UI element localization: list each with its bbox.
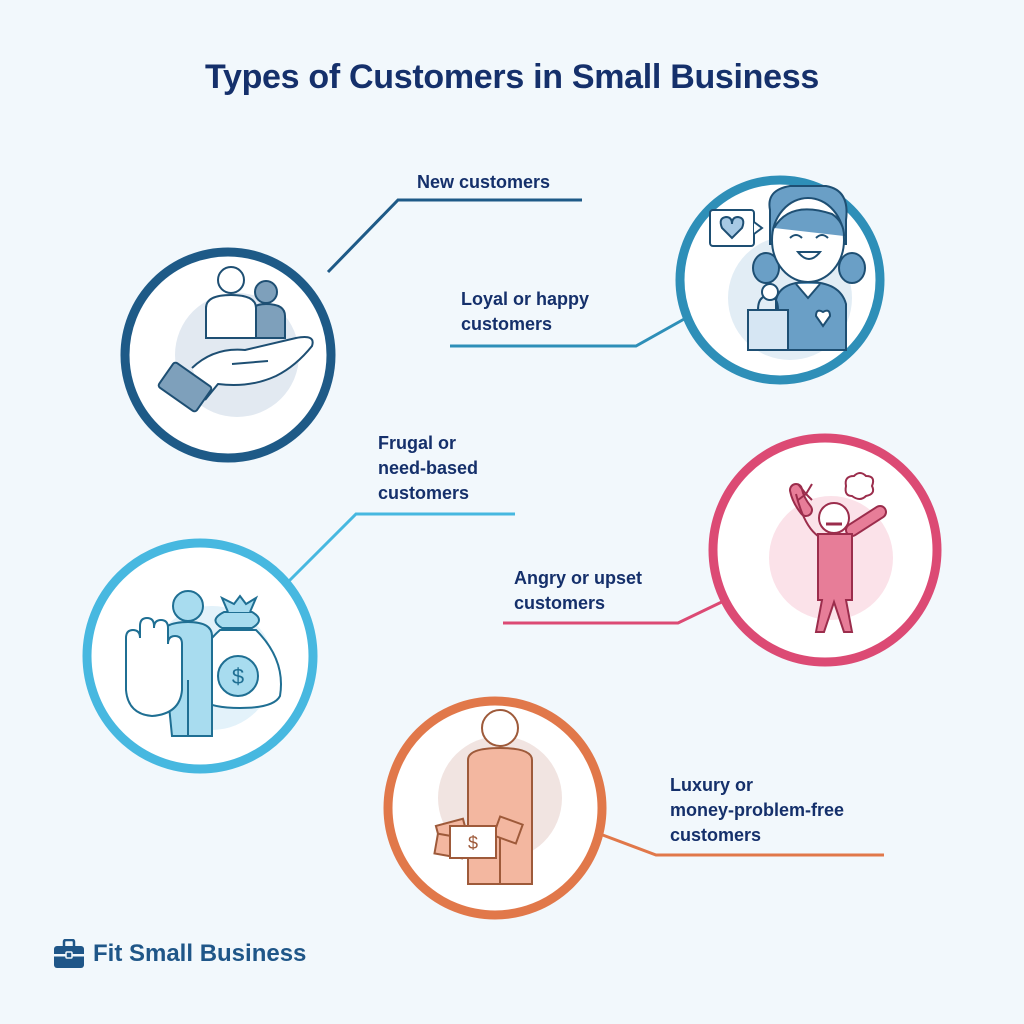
brand-name: Fit Small Business: [93, 940, 307, 967]
loyal-customers-circle: [675, 175, 885, 385]
hand-holding-people-icon: [157, 266, 314, 413]
happy-woman-icon: [709, 185, 866, 351]
person-hiding-money-icon: $: [433, 709, 533, 885]
label-line: customers: [378, 483, 470, 503]
angry-customers-circle: [708, 433, 942, 667]
brand-logo: Fit Small Business: [53, 938, 306, 970]
label-line: customers: [514, 593, 606, 613]
label-line: customers: [670, 825, 762, 845]
stop-hand-money-bag-icon: $: [125, 590, 282, 737]
angry-person-icon: [789, 472, 887, 633]
frugal-customers-circle: $: [82, 538, 318, 774]
luxury-customers-circle: $: [383, 696, 607, 920]
svg-text:$: $: [232, 664, 244, 689]
connector-loyal-customers: [450, 316, 687, 348]
label-line: Angry or upset: [514, 568, 643, 588]
label-line: Luxury or: [670, 775, 754, 795]
label-loyal-customers: Loyal or happy customers: [461, 287, 589, 337]
connector-frugal-customers: [286, 512, 515, 584]
label-new-customers: New customers: [417, 170, 550, 195]
page-title: Types of Customers in Small Business: [205, 58, 819, 96]
label-luxury-customers: Luxury or money-problem-free customers: [670, 773, 844, 848]
label-angry-customers: Angry or upset customers: [514, 566, 642, 616]
label-line: customers: [461, 314, 553, 334]
label-frugal-customers: Frugal or need-based customers: [378, 431, 478, 506]
connector-new-customers: [326, 198, 582, 274]
label-line: Frugal or: [378, 433, 457, 453]
label-line: need-based: [378, 458, 479, 478]
connector-luxury-customers: [599, 832, 884, 857]
label-line: Loyal or happy: [461, 289, 590, 309]
label-line: New customers: [417, 172, 551, 192]
svg-text:$: $: [468, 833, 478, 853]
connector-angry-customers: [503, 596, 731, 625]
label-line: money-problem-free: [670, 800, 845, 820]
briefcase-icon: [54, 939, 84, 968]
new-customers-circle: [120, 247, 336, 463]
